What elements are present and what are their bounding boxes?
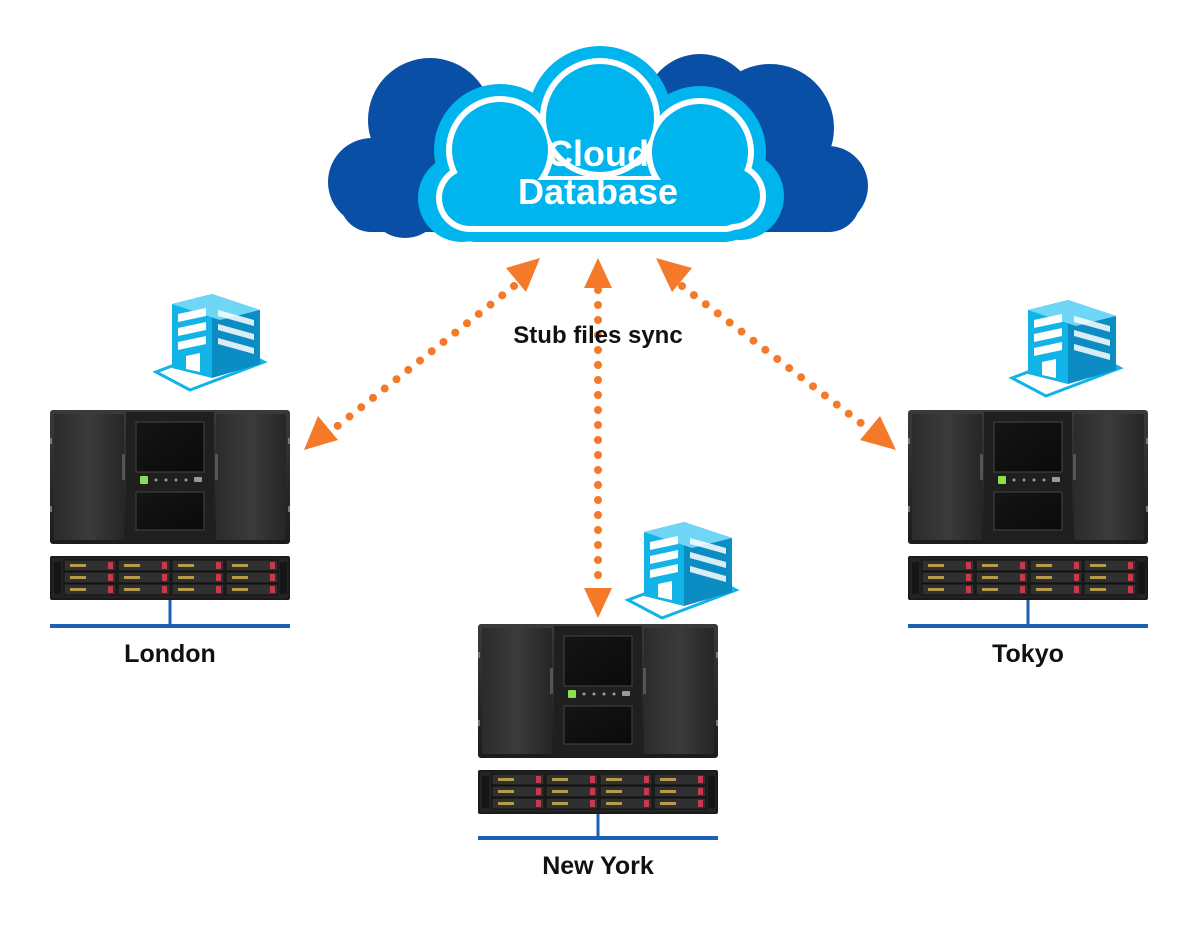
building-icon: [1010, 298, 1122, 398]
cloud-title-line2: Database: [518, 171, 678, 212]
disk-enclosure: [49, 555, 291, 601]
building-icon: [626, 520, 738, 620]
cloud-icon: [328, 46, 868, 242]
sync-arrow-tokyo: [656, 258, 896, 450]
tape-library: [477, 623, 719, 759]
disk-enclosure: [477, 769, 719, 815]
sync-label: Stub files sync: [513, 322, 682, 349]
cloud-title-line1: Cloud: [547, 133, 649, 174]
site-label-tokyo: Tokyo: [992, 640, 1064, 668]
site-tokyo: [907, 298, 1149, 628]
tape-library: [907, 409, 1149, 545]
sync-arrow-london: [304, 258, 540, 450]
disk-enclosure: [907, 555, 1149, 601]
sync-arrow-new-york: [584, 258, 612, 618]
site-london: [49, 292, 291, 628]
site-new-york: [477, 520, 738, 840]
building-icon: [154, 292, 266, 392]
tape-library: [49, 409, 291, 545]
site-label-new-york: New York: [542, 852, 654, 880]
site-label-london: London: [124, 640, 216, 668]
